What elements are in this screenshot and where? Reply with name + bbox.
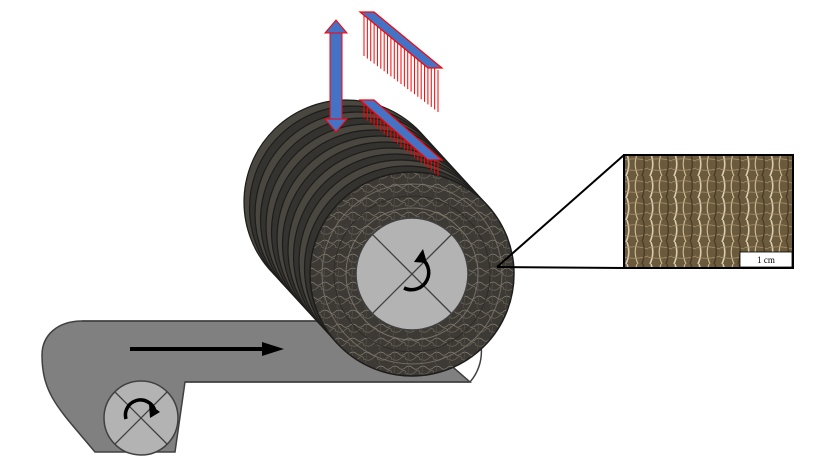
small-roller — [103, 380, 179, 456]
inset-micrograph: 1 cm — [623, 154, 794, 269]
clockwise-rotation-icon — [123, 398, 160, 420]
double-vertical-arrow-icon — [323, 19, 349, 133]
fiber-drum — [243, 99, 515, 377]
scale-bar-label: 1 cm — [757, 255, 775, 265]
callout-lines — [496, 154, 625, 269]
upper-blade — [358, 11, 444, 112]
blade-teeth — [363, 14, 439, 112]
drum-front-face — [309, 171, 515, 377]
lower-blade — [358, 99, 444, 176]
clockwise-rotation-icon — [403, 249, 431, 292]
right-arrow-icon — [130, 342, 284, 356]
scale-bar-box: 1 cm — [739, 251, 793, 268]
